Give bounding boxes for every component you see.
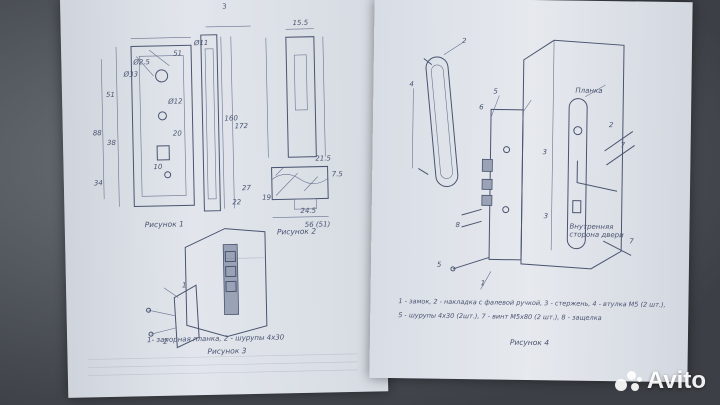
avito-watermark: Avito [614,367,706,395]
figure1-caption: Рисунок 1 [144,219,184,230]
dim-label: 51 [173,49,183,58]
callout-number: 4 [409,80,414,89]
dim-label: Ø12 [168,97,183,106]
dim-label: 24.5 [300,206,317,216]
dim-label: 21.5 [315,154,332,163]
fig1-outline [130,44,195,207]
figure2-caption: Рисунок 2 [276,226,317,237]
dim-label: 27 [241,184,251,193]
dim-label: 20 [172,129,182,138]
dim-label: 51 [105,90,116,100]
callout-number: 1 [480,279,486,288]
callout-number: 3 [543,212,549,221]
avito-brand-text: Avito [646,367,706,394]
callout-number: 5 [493,87,498,96]
lock-dimension-drawings [87,25,358,376]
dim-label: 7.5 [331,170,343,179]
label-side-plate: Планка [575,86,603,95]
dim-label: 172 [234,122,249,131]
dim-label: Ø11 [193,38,209,48]
callout-number: 6 [479,103,484,112]
dim-label: Ø33 [123,70,139,79]
dim-label: 10 [153,162,163,172]
label-inner-side: Внутренняя сторона двери [569,222,624,240]
dim-label: 22 [232,198,242,207]
instruction-sheet-left: 3 [60,0,389,398]
instruction-sheet-right: 2 4 5 6 8 5 1 3 2 7 3 7 Планка Внутрення… [369,0,693,383]
callout-number: 1 [181,281,187,290]
lock-assembly-drawing [411,39,635,290]
dim-label: 19 [262,193,272,202]
dim-label: 15.5 [292,18,309,28]
callout-number: 5 [436,260,442,269]
avito-logo-icon [614,369,643,393]
figure3-caption: Рисунок 3 [207,346,247,356]
dim-label: Ø2.5 [133,58,151,67]
callout-number: 7 [620,141,626,150]
dim-label: 34 [93,179,103,188]
callout-number: 2 [462,37,467,46]
callout-number: 8 [455,220,461,230]
callout-number: 3 [542,148,548,157]
figure4-caption: Рисунок 4 [509,337,550,348]
dim-label: 38 [106,138,117,148]
dim-label: 88 [92,129,102,138]
callout-number: 2 [608,121,614,130]
